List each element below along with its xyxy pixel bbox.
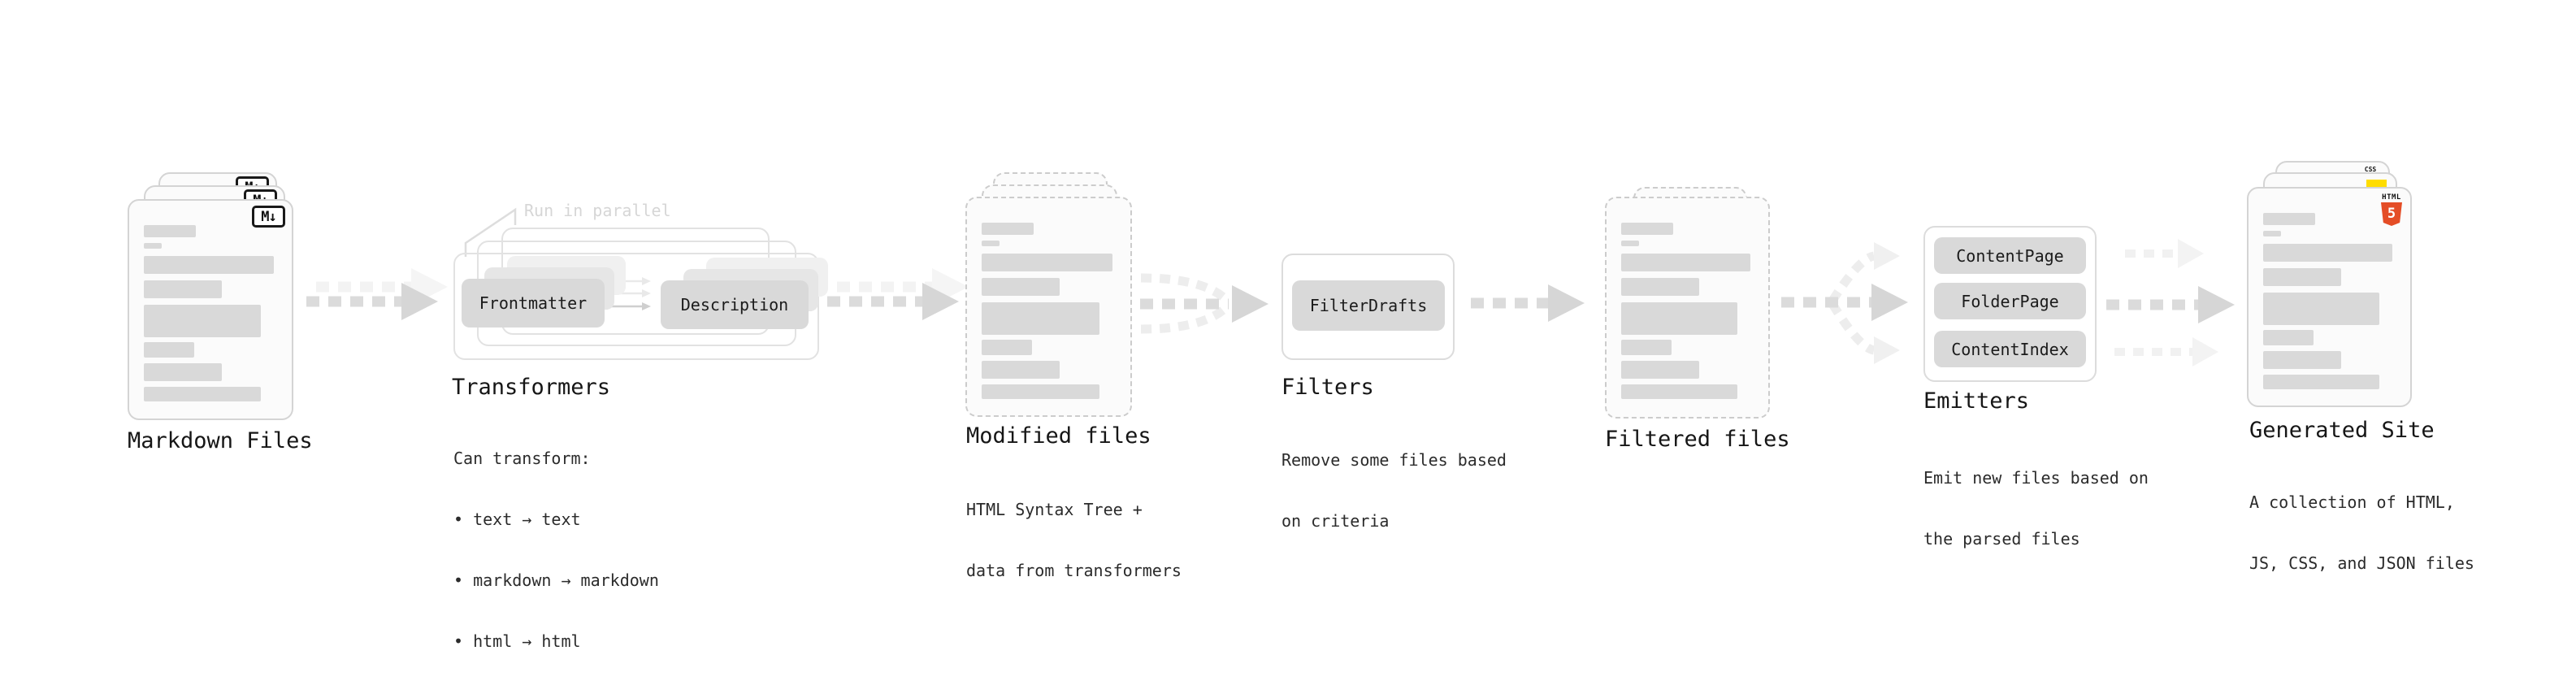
skeleton-line (144, 305, 261, 337)
skeleton-line (144, 342, 194, 358)
arrow-filters-to-filtered (1471, 284, 1585, 322)
generated-desc-line: A collection of HTML, (2249, 492, 2455, 512)
transformers-box (453, 253, 819, 360)
stage-label-transformers: Transformers (452, 375, 611, 400)
stage-label-generated-site: Generated Site (2249, 418, 2435, 443)
skeleton-line (982, 254, 1112, 271)
markdown-icon: M↓ (252, 206, 285, 228)
skeleton-line (1621, 223, 1673, 235)
transformer-chip-description: Description (661, 280, 809, 329)
skeleton-line (144, 280, 222, 298)
filters-description: Remove some files based on criteria (1281, 410, 1507, 571)
emitter-chip-folderpage: FolderPage (1934, 283, 2086, 319)
skeleton-line (982, 384, 1099, 399)
skeleton-line (1621, 241, 1639, 246)
run-in-parallel-annotation: Run in parallel (524, 201, 671, 220)
transformer-chip-frontmatter: Frontmatter (462, 279, 605, 327)
html5-icon-shield: 5 (2381, 202, 2402, 226)
skeleton-line (144, 225, 196, 237)
emitters-desc-line: the parsed files (1923, 529, 2080, 549)
skeleton-line (982, 340, 1033, 355)
modified-files-description: HTML Syntax Tree + data from transformer… (966, 460, 1182, 621)
filter-chip-filterdrafts: FilterDrafts (1292, 280, 1445, 331)
skeleton-line (1621, 278, 1699, 296)
stage-label-filters: Filters (1281, 375, 1374, 400)
skeleton-line (2263, 375, 2380, 389)
html5-icon: HTML 5 (2379, 193, 2404, 226)
skeleton-line (2263, 351, 2341, 369)
skeleton-line (2263, 268, 2341, 286)
filters-desc-line: on criteria (1281, 511, 1390, 531)
generated-site-description: A collection of HTML, JS, CSS, and JSON … (2249, 453, 2474, 614)
modified-desc-line: HTML Syntax Tree + (966, 500, 1143, 519)
markdown-file-card: M↓ (128, 199, 293, 420)
emitter-chip-contentpage: ContentPage (1934, 237, 2086, 274)
arrow-markdown-to-transformers (306, 268, 448, 320)
filters-desc-line: Remove some files based (1281, 450, 1507, 470)
skeleton-line (144, 363, 222, 381)
emitter-chip-contentindex: ContentIndex (1934, 331, 2086, 367)
skeleton-line (2263, 244, 2393, 262)
stage-label-emitters: Emitters (1923, 388, 2030, 414)
transformers-description: Can transform: • text → text • markdown … (453, 409, 659, 681)
transformers-desc-title: Can transform: (453, 449, 591, 468)
arrow-transformers-to-modified (827, 268, 969, 320)
css-icon-label: CSS (2364, 166, 2377, 173)
filtered-file-card (1605, 197, 1770, 419)
modified-file-card (965, 197, 1132, 417)
skeleton-line (1621, 302, 1738, 335)
emitters-description: Emit new files based on the parsed files (1923, 428, 2149, 589)
arrows-emitters-to-generated (2106, 239, 2235, 367)
skeleton-line (2263, 213, 2315, 225)
stage-label-modified-files: Modified files (966, 423, 1151, 449)
stage-label-markdown-files: Markdown Files (128, 428, 313, 453)
skeleton-line (144, 243, 162, 249)
skeleton-line (1621, 254, 1751, 271)
skeleton-line (1621, 361, 1699, 379)
skeleton-line (1621, 384, 1738, 399)
stage-label-filtered-files: Filtered files (1605, 427, 1790, 452)
skeleton-line (144, 387, 261, 401)
skeleton-line (144, 256, 274, 274)
generated-desc-line: JS, CSS, and JSON files (2249, 553, 2474, 573)
skeleton-line (982, 302, 1099, 335)
skeleton-line (982, 241, 1000, 246)
transformers-bullet: • html → html (453, 631, 581, 651)
skeleton-line (1621, 340, 1672, 355)
html5-icon-label: HTML (2382, 193, 2401, 202)
skeleton-line (2263, 293, 2380, 325)
skeleton-line (982, 361, 1060, 379)
skeleton-line (982, 223, 1034, 235)
generated-file-card: HTML 5 (2247, 187, 2412, 407)
modified-desc-line: data from transformers (966, 561, 1182, 580)
transformers-bullet: • markdown → markdown (453, 570, 659, 590)
skeleton-line (982, 278, 1060, 296)
arrow-modified-to-filters (1140, 273, 1268, 334)
arrow-filtered-to-emitters (1781, 242, 1908, 364)
skeleton-line (2263, 330, 2314, 345)
transformers-bullet: • text → text (453, 510, 581, 529)
emitters-desc-line: Emit new files based on (1923, 468, 2149, 488)
skeleton-line (2263, 231, 2281, 236)
